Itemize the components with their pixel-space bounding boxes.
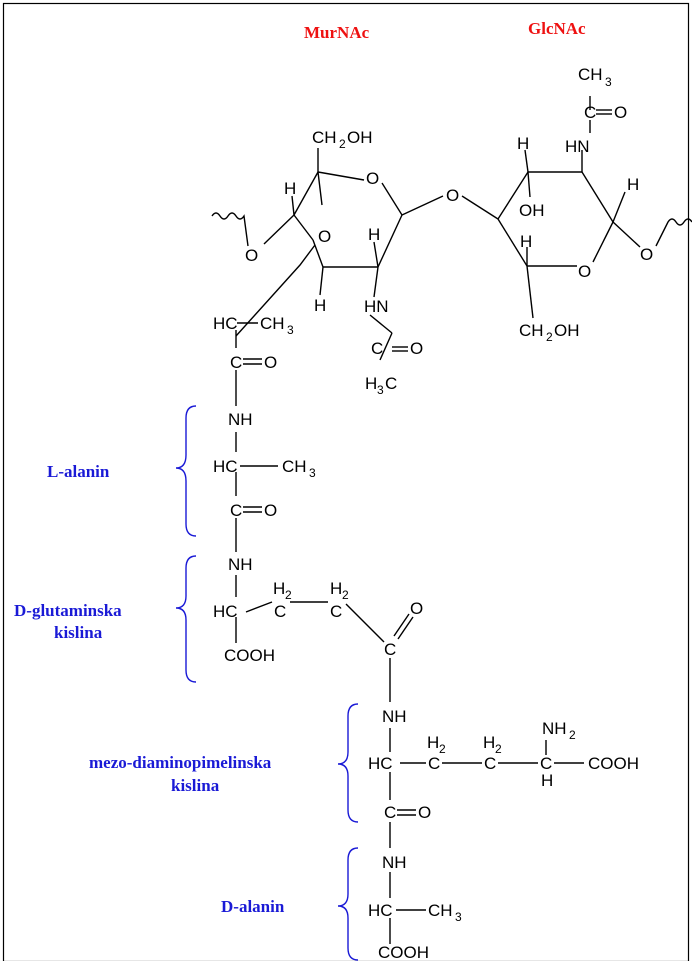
- murnac-h3c-three: 3: [377, 383, 384, 397]
- murnac-h-c2: H: [368, 225, 380, 244]
- glcnac-ch2oh-ch: CH: [519, 321, 544, 340]
- lactyl-c: C: [230, 353, 242, 372]
- murnac-ring: [211, 148, 444, 361]
- murnac-acetyl-o: O: [410, 339, 423, 358]
- brace-d-glut: [175, 555, 197, 683]
- murnac-ch2oh-two: 2: [339, 137, 346, 151]
- lala-ch3-ch: CH: [282, 457, 307, 476]
- glcnac-h-c1: H: [627, 175, 639, 194]
- murnac-o4: O: [245, 246, 258, 265]
- lala-nh: NH: [228, 410, 253, 429]
- dglu-hc: HC: [213, 602, 238, 621]
- glcnac-acetyl-c: C: [584, 103, 596, 122]
- dap-hc: HC: [368, 754, 393, 773]
- glcnac-ring-o: O: [578, 262, 591, 281]
- brace-mezo: [337, 703, 359, 823]
- murnac-h-left: H: [284, 179, 296, 198]
- dglu-nh: NH: [228, 555, 253, 574]
- peptide-chain-bonds: [235, 322, 584, 944]
- lactyl-ch3-ch: CH: [260, 314, 285, 333]
- dglu-cooh: COOH: [224, 646, 275, 665]
- label-l-alanin: L-alanin: [47, 462, 110, 481]
- murnac-acetyl-c: C: [371, 339, 383, 358]
- dap-ch-c: C: [540, 754, 552, 773]
- label-d-glut-line1: D-glutaminska: [14, 601, 122, 620]
- lala-ch3-three: 3: [309, 466, 316, 480]
- dglu-c2b: C: [330, 602, 342, 621]
- murnac-h-c3: H: [314, 296, 326, 315]
- dap-o: O: [418, 803, 431, 822]
- dap-cooh: COOH: [588, 754, 639, 773]
- dap-nh2-two: 2: [569, 728, 576, 742]
- glcnac-ch3-three: 3: [605, 75, 612, 89]
- lactyl-hc: HC: [213, 314, 238, 333]
- dglu-ch2a-two: 2: [285, 588, 292, 602]
- glcnac-ring: [461, 96, 692, 319]
- lala-o: O: [264, 501, 277, 520]
- header-murnac: MurNAc: [304, 23, 370, 42]
- murnac-o3: O: [318, 227, 331, 246]
- glcnac-acetyl-o: O: [614, 103, 627, 122]
- glcnac-hn: HN: [565, 137, 590, 156]
- dap-c: C: [384, 803, 396, 822]
- glcnac-o1: O: [640, 245, 653, 264]
- dap-ch2a-two: 2: [439, 742, 446, 756]
- lactyl-ch3-three: 3: [287, 323, 294, 337]
- dala-ch3-three: 3: [455, 910, 462, 924]
- brace-l-alanin: [175, 405, 197, 537]
- label-mezo-line2: kislina: [171, 776, 220, 795]
- brace-d-alanin: [337, 847, 359, 961]
- dglu-c2a: C: [274, 602, 286, 621]
- lactyl-o: O: [264, 353, 277, 372]
- lala-c: C: [230, 501, 242, 520]
- dala-hc: HC: [368, 901, 393, 920]
- dglu-o: O: [410, 599, 423, 618]
- dap-c2a: C: [428, 754, 440, 773]
- murnac-ring-o: O: [366, 169, 379, 188]
- lala-hc: HC: [213, 457, 238, 476]
- dala-cooh: COOH: [378, 943, 429, 961]
- dglu-gamma-c: C: [384, 640, 396, 659]
- dap-c2b: C: [484, 754, 496, 773]
- murnac-h3c-c: C: [385, 374, 397, 393]
- dap-ch2a-h: H: [427, 733, 439, 752]
- dap-ch2b-two: 2: [495, 742, 502, 756]
- dap-nh2-nh: NH: [542, 719, 567, 738]
- label-mezo-line1: mezo-diaminopimelinska: [89, 753, 272, 772]
- label-d-alanin: D-alanin: [221, 897, 285, 916]
- glcnac-ch2oh-two: 2: [546, 330, 553, 344]
- dala-nh: NH: [382, 853, 407, 872]
- label-d-glut-line2: kislina: [54, 623, 103, 642]
- glcnac-ch3-ch: CH: [578, 65, 603, 84]
- glcnac-ch2oh-oh: OH: [554, 321, 580, 340]
- dglu-ch2b-h: H: [330, 579, 342, 598]
- dap-ch2b-h: H: [483, 733, 495, 752]
- glycosidic-o: O: [446, 186, 459, 205]
- glcnac-h-c4: H: [520, 232, 532, 251]
- dglu-ch2a-h: H: [273, 579, 285, 598]
- dap-ch-h: H: [541, 771, 553, 790]
- glcnac-oh: OH: [519, 201, 545, 220]
- dap-nh: NH: [382, 707, 407, 726]
- header-glcnac: GlcNAc: [528, 19, 586, 38]
- murnac-ch2oh-oh: OH: [347, 128, 373, 147]
- glcnac-h-c3: H: [517, 134, 529, 153]
- murnac-hn: HN: [364, 297, 389, 316]
- murnac-h3c-h: H: [365, 374, 377, 393]
- dglu-ch2b-two: 2: [342, 588, 349, 602]
- dala-ch3-ch: CH: [428, 901, 453, 920]
- murnac-ch2oh-ch: CH: [312, 128, 337, 147]
